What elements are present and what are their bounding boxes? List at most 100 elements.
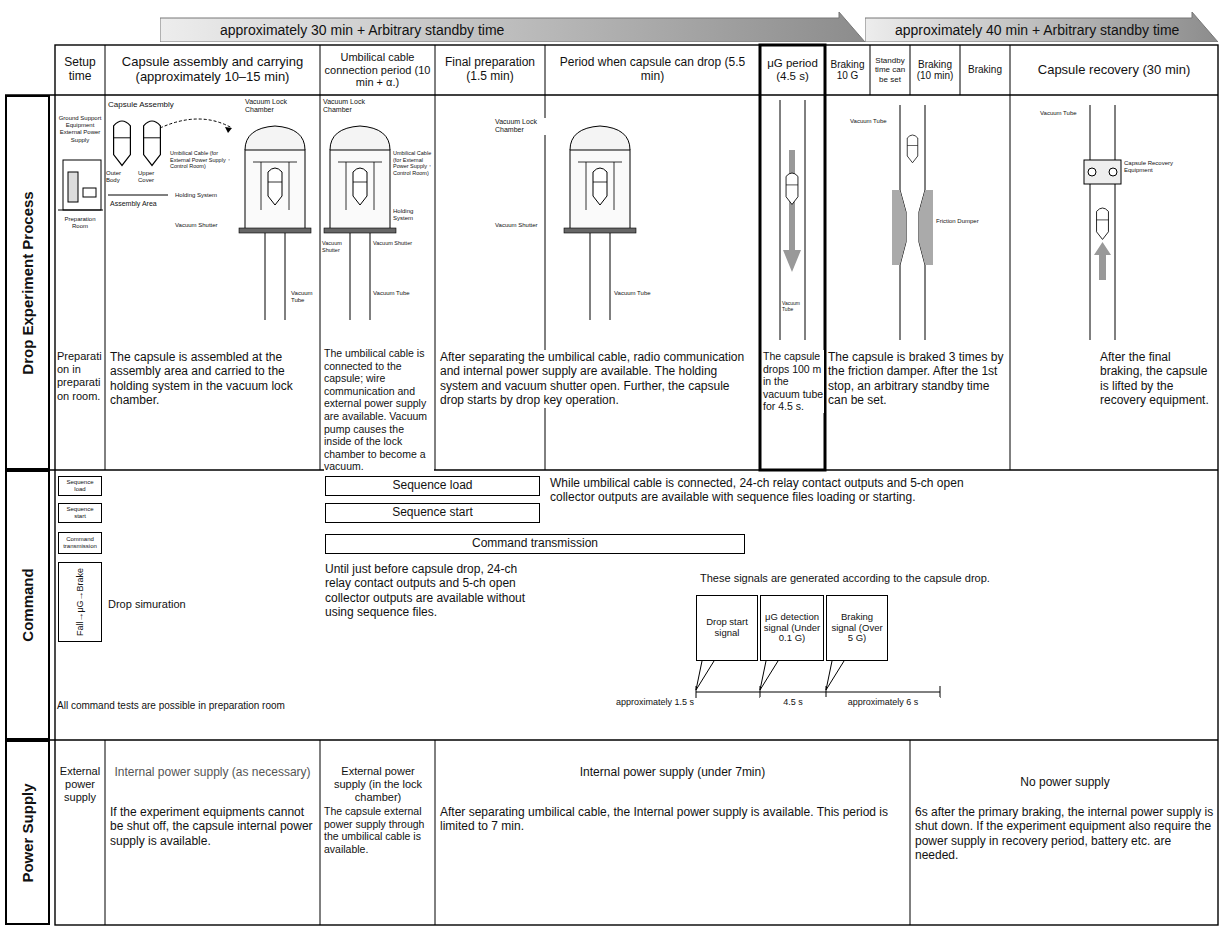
power-text: If the experiment equipments cannot be s… (110, 805, 315, 848)
part-label: Preparation Room (57, 216, 103, 230)
part-label: Umbilical Cable (for External Power Supp… (393, 150, 433, 176)
part-label: Upper Cover (138, 170, 168, 184)
row-header: Drop Experiment Process (5, 95, 50, 470)
signal-callout: μG detection signal (Under 0.1 G) (760, 595, 824, 661)
part-label: Capsule Recovery Equipment (1124, 160, 1184, 174)
time-label: approximately 6 s (826, 697, 940, 708)
command-box: Command transmission (325, 534, 745, 554)
node-text: Capsule recovery (30 min) (1038, 63, 1190, 78)
command-box: Sequence start (325, 503, 540, 523)
node-text: Command (19, 568, 36, 641)
part-label: Holding System (393, 208, 433, 222)
node-text: Power Supply (19, 783, 36, 882)
column-header: Braking (960, 45, 1010, 95)
node-text: Sequence start (392, 506, 473, 520)
node-text: approximately 40 min + Arbitrary standby… (895, 22, 1179, 38)
part-label: Vacuum Tube (291, 290, 319, 304)
column-header: μG period (4.5 s) (760, 45, 825, 95)
part-label: Vacuum Shutter (373, 240, 412, 247)
part-label: Vacuum Tube (373, 290, 410, 297)
description-text: After the final braking, the capsule is … (1100, 350, 1212, 408)
time-label: approximately 1.5 s (610, 697, 694, 708)
part-label: Vacuum Tube (850, 118, 887, 125)
node-text: μG detection signal (Under 0.1 G) (763, 612, 821, 645)
description-text: The capsule is assembled at the assembly… (110, 350, 315, 408)
column-header: Period when capsule can drop (5.5 min) (545, 45, 760, 95)
simulation-box: Fall→μG→Brake (58, 562, 102, 642)
node-text: Capsule assembly and carrying (approxima… (107, 55, 318, 85)
column-header: Final preparation (1.5 min) (435, 45, 545, 95)
command-note: All command tests are possible in prepar… (57, 700, 285, 712)
command-box: Sequence load (325, 476, 540, 496)
node-text: Sequence load (61, 479, 99, 493)
node-text: Braking (10 min) (912, 59, 958, 82)
band-arrow (865, 12, 1218, 42)
description-text: After separating the umbilical cable, ra… (440, 350, 755, 408)
part-label: Vacuum Lock Chamber (495, 118, 565, 135)
part-label: Umbilical Cable (for External Power Supp… (170, 150, 232, 170)
part-label: Vacuum Shutter (322, 240, 348, 253)
node-text: Drop Experiment Process (19, 191, 36, 374)
column-header: Braking (10 min) (910, 45, 960, 95)
row-header: Command (5, 470, 50, 740)
time-band-arrow: approximately 40 min + Arbitrary standby… (865, 12, 1218, 42)
command-box: Sequence start (58, 503, 102, 523)
power-heading: External power supply (57, 765, 103, 805)
column-header: Standby time can be set (870, 45, 910, 95)
part-label: Vacuum Tube (782, 300, 804, 312)
part-label: Vacuum Lock Chamber (245, 98, 310, 115)
power-text: After separating umbilical cable, the In… (440, 805, 905, 834)
command-note: While umbilical cable is connected, 24-c… (550, 476, 980, 505)
node-text: μG period (4.5 s) (762, 57, 823, 83)
signal-callout: Braking signal (Over 5 G) (826, 595, 888, 661)
node-text: approximately 30 min + Arbitrary standby… (220, 22, 504, 38)
description-text: The capsule drops 100 m in the vacuum tu… (763, 350, 824, 413)
part-label: Vacuum Shutter (175, 222, 218, 229)
node-text: Sequence load (392, 479, 472, 493)
row-header: Power Supply (5, 740, 50, 925)
command-note: These signals are generated according to… (700, 572, 990, 585)
power-text: 6s after the primary braking, the intern… (915, 805, 1215, 863)
node-text: Setup time (57, 56, 103, 84)
part-label: Holding System (175, 192, 217, 199)
command-box: Command transmission (58, 532, 102, 554)
band-arrow (160, 12, 865, 42)
part-label: Vacuum Shutter (495, 222, 538, 229)
power-heading: Internal power supply (as necessary) (110, 765, 315, 779)
part-label: Capsule Assembly (108, 100, 174, 110)
node-text: Standby time can be set (872, 56, 908, 84)
command-box: Sequence load (58, 476, 102, 496)
node-text: Sequence start (61, 506, 99, 520)
node-text: Drop start signal (699, 617, 755, 639)
node-text: Umbilical cable connection period (10 mi… (322, 51, 433, 89)
node-text: Braking signal (Over 5 G) (829, 612, 885, 645)
power-text: The capsule external power supply throug… (324, 805, 432, 855)
part-label: Outer Body (106, 170, 136, 184)
column-header: Umbilical cable connection period (10 mi… (320, 45, 435, 95)
node-text: Braking 10 G (827, 59, 868, 82)
column-header: Braking 10 G (825, 45, 870, 95)
node-text: Braking (968, 64, 1002, 76)
node-text: Period when capsule can drop (5.5 min) (547, 56, 758, 84)
description-text: The capsule is braked 3 times by the fri… (828, 350, 1006, 408)
column-header: Capsule assembly and carrying (approxima… (105, 45, 320, 95)
part-label: Vacuum Tube (614, 290, 651, 297)
description-text: The umbilical cable is connected to the … (324, 347, 434, 473)
node-text: Command transmission (472, 537, 598, 551)
signal-callout: Drop start signal (696, 595, 758, 661)
node-text: Fall→μG→Brake (75, 568, 85, 636)
command-note: Drop simuration (108, 598, 186, 611)
power-heading: No power supply (915, 775, 1215, 789)
part-label: Assembly Area (110, 200, 157, 208)
node-text: Command transmission (61, 536, 99, 550)
power-heading: External power supply (in the lock chamb… (324, 765, 432, 805)
column-header: Capsule recovery (30 min) (1010, 45, 1218, 95)
time-band-arrow: approximately 30 min + Arbitrary standby… (160, 12, 865, 42)
part-label: Friction Dumper (936, 218, 979, 225)
part-label: Vacuum Tube (1040, 110, 1077, 117)
description-text: Preparation in preparation room. (57, 350, 103, 403)
part-label: Ground Support Equipment External Power … (57, 115, 103, 144)
time-label: 4.5 s (760, 697, 826, 708)
node-text: Final preparation (1.5 min) (437, 56, 543, 84)
